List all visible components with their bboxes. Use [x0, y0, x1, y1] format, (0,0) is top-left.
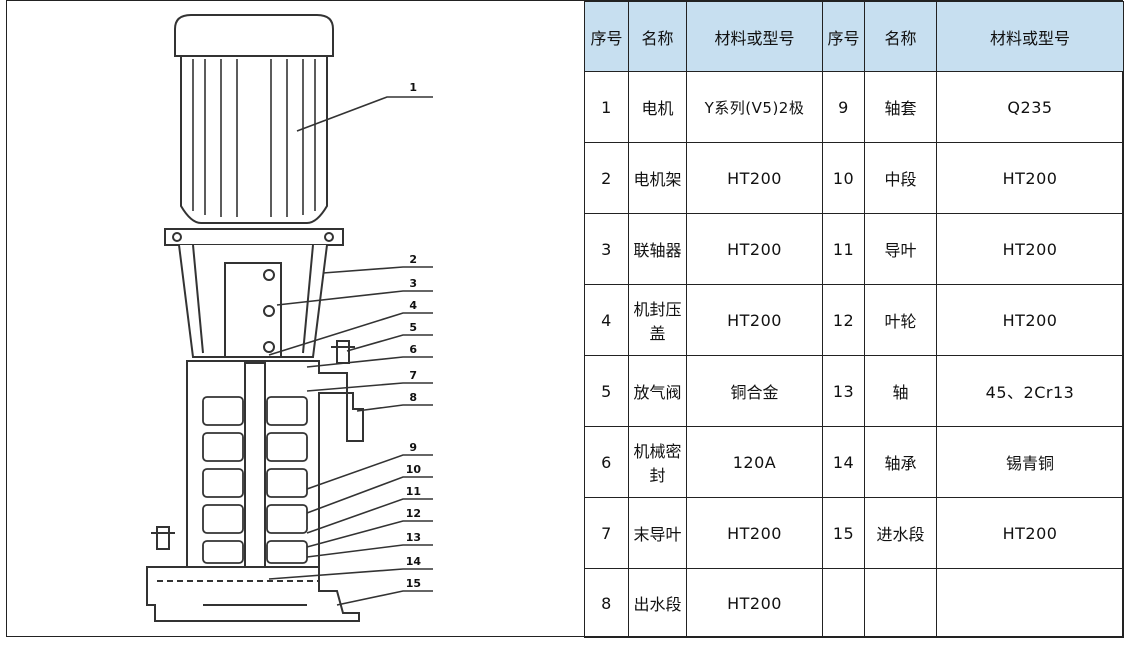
parts-table: 序号 名称 材料或型号 序号 名称 材料或型号 1 电机 Y系列(V5)2极 9…	[584, 1, 1124, 638]
table-row: 8 出水段 HT200	[584, 568, 1124, 638]
table-cell: 轴	[864, 355, 937, 427]
table-cell: 进水段	[864, 497, 937, 569]
callout-1: 1	[409, 81, 417, 94]
table-row: 7 末导叶 HT200 15 进水段 HT200	[584, 497, 1124, 569]
callout-12: 12	[406, 507, 421, 520]
callout-9: 9	[409, 441, 417, 454]
table-cell: 机封压盖	[628, 284, 687, 356]
table-cell	[822, 568, 865, 638]
callout-14: 14	[406, 555, 422, 568]
header-material-1: 材料或型号	[686, 1, 823, 72]
header-no-1: 序号	[584, 1, 629, 72]
callout-6: 6	[409, 343, 417, 356]
header-name-1: 名称	[628, 1, 687, 72]
table-cell: 9	[822, 71, 865, 143]
table-cell: 10	[822, 142, 865, 214]
table-cell: 4	[584, 284, 629, 356]
table-cell: 12	[822, 284, 865, 356]
table-row: 2 电机架 HT200 10 中段 HT200	[584, 142, 1124, 214]
table-cell: HT200	[686, 497, 823, 569]
table-cell: HT200	[936, 284, 1124, 356]
table-cell: 轴套	[864, 71, 937, 143]
table-cell: 铜合金	[686, 355, 823, 427]
table-row: 3 联轴器 HT200 11 导叶 HT200	[584, 213, 1124, 285]
table-cell: 2	[584, 142, 629, 214]
table-cell: 电机	[628, 71, 687, 143]
callout-7: 7	[409, 369, 417, 382]
table-cell: 轴承	[864, 426, 937, 498]
callout-5: 5	[409, 321, 417, 334]
table-cell: 机械密封	[628, 426, 687, 498]
table-cell: HT200	[936, 142, 1124, 214]
table-cell: HT200	[686, 284, 823, 356]
motor-cap	[174, 14, 334, 57]
table-cell: 6	[584, 426, 629, 498]
header-material-2: 材料或型号	[936, 1, 1124, 72]
table-cell: 末导叶	[628, 497, 687, 569]
motor-flange	[164, 228, 344, 246]
table-cell: HT200	[686, 568, 823, 638]
callout-13: 13	[406, 531, 421, 544]
table-cell	[864, 568, 937, 638]
table-cell: HT200	[686, 142, 823, 214]
table-cell: 5	[584, 355, 629, 427]
table-cell: 联轴器	[628, 213, 687, 285]
table-cell: 8	[584, 568, 629, 638]
callout-8: 8	[409, 391, 417, 404]
table-cell: 电机架	[628, 142, 687, 214]
table-cell: 120A	[686, 426, 823, 498]
pump-diagram: 1 2 3 4 5 6 7 8 9 10 11 12 13 14 15	[146, 14, 433, 622]
callout-10: 10	[406, 463, 422, 476]
table-cell: 出水段	[628, 568, 687, 638]
table-cell: HT200	[686, 213, 823, 285]
table-cell	[936, 568, 1124, 638]
table-cell: 7	[584, 497, 629, 569]
table-cell: 45、2Cr13	[936, 355, 1124, 427]
table-cell: Q235	[936, 71, 1124, 143]
table-cell: 11	[822, 213, 865, 285]
table-cell: 1	[584, 71, 629, 143]
callout-2: 2	[409, 253, 417, 266]
table-cell: HT200	[936, 213, 1124, 285]
table-cell: 中段	[864, 142, 937, 214]
callout-15: 15	[406, 577, 421, 590]
callout-11: 11	[406, 485, 421, 498]
table-cell: HT200	[936, 497, 1124, 569]
table-header-row: 序号 名称 材料或型号 序号 名称 材料或型号	[584, 1, 1124, 72]
stages	[202, 396, 308, 564]
table-cell: 3	[584, 213, 629, 285]
table-cell: 放气阀	[628, 355, 687, 427]
callout-4: 4	[409, 299, 417, 312]
table-row: 4 机封压盖 HT200 12 叶轮 HT200	[584, 284, 1124, 356]
table-cell: 锡青铜	[936, 426, 1124, 498]
table-cell: 导叶	[864, 213, 937, 285]
table-cell: 15	[822, 497, 865, 569]
table-cell: 叶轮	[864, 284, 937, 356]
outlet-section	[186, 360, 364, 568]
table-cell: Y系列(V5)2极	[686, 71, 823, 143]
table-row: 6 机械密封 120A 14 轴承 锡青铜	[584, 426, 1124, 498]
table-row: 1 电机 Y系列(V5)2极 9 轴套 Q235	[584, 71, 1124, 143]
header-no-2: 序号	[822, 1, 865, 72]
motor-body	[180, 55, 328, 224]
table-row: 5 放气阀 铜合金 13 轴 45、2Cr13	[584, 355, 1124, 427]
callout-3: 3	[409, 277, 417, 290]
header-name-2: 名称	[864, 1, 937, 72]
table-cell: 13	[822, 355, 865, 427]
table-cell: 14	[822, 426, 865, 498]
